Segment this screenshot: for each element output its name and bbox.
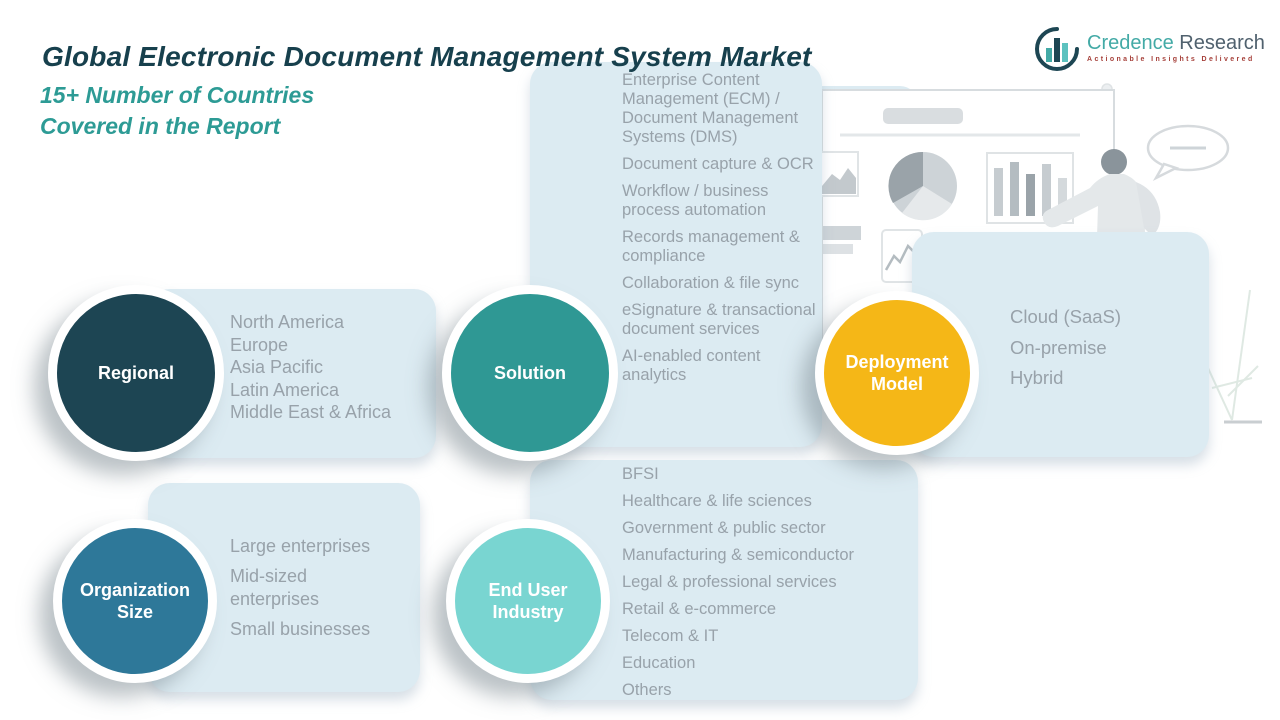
logo-bars-icon [1035, 27, 1079, 71]
list-item: Small businesses [230, 619, 371, 639]
organization-circle: Organization Size [53, 519, 217, 683]
regional-circle: Regional [48, 285, 224, 461]
list-item: Manufacturing & semiconductor [622, 546, 855, 564]
list-item: Collaboration & file sync [622, 274, 800, 292]
organization-circle-label: Organization Size [79, 580, 190, 622]
deployment-circle-label: Deployment Model [845, 352, 949, 394]
credence-research-logo: Credence Research Actionable Insights De… [1034, 26, 1265, 72]
list-item: Large enterprises [230, 536, 371, 556]
pie-chart-icon [888, 151, 957, 221]
logo-brand-primary: Credence [1087, 32, 1174, 54]
solution-circle-label: Solution [494, 363, 566, 383]
end-user-circle-label: End User Industry [488, 580, 568, 622]
logo-brand-secondary: Research [1173, 32, 1265, 54]
list-item: AI-enabled content analytics [622, 347, 761, 384]
list-item: Middle East & Africa [230, 402, 392, 422]
list-item: Education [622, 654, 696, 672]
list-item: Workflow / business process automation [622, 182, 769, 219]
regional-circle-label: Regional [97, 363, 174, 383]
list-item: North America [230, 312, 345, 332]
list-item: On-premise [1010, 336, 1107, 358]
list-item: Records management & compliance [622, 228, 800, 265]
logo-brand: Credence Research [1087, 32, 1265, 54]
plant-decoration [1207, 289, 1262, 424]
board-text-block [823, 226, 861, 240]
deployment-circle: Deployment Model [815, 291, 979, 455]
list-item: eSignature & transactional document serv… [622, 301, 816, 338]
list-item: Document capture & OCR [622, 155, 814, 173]
page-title: Global Electronic Document Management Sy… [42, 40, 812, 72]
page-subtitle: 15+ Number of Countries Covered in the R… [40, 82, 315, 139]
board-text-block-2 [823, 244, 853, 254]
area-chart-shape [822, 168, 856, 194]
list-item: Asia Pacific [230, 357, 324, 377]
list-item: Healthcare & life sciences [622, 492, 812, 510]
solution-circle: Solution [442, 285, 618, 461]
list-item: BFSI [622, 465, 659, 483]
list-item: Latin America [230, 379, 340, 400]
speech-bubble-icon [1146, 124, 1230, 181]
end-user-circle: End User Industry [446, 519, 610, 683]
logo-text: Credence Research Actionable Insights De… [1087, 32, 1265, 63]
list-item: Mid-sized enterprises [230, 566, 320, 609]
solution-items-list: Enterprise Content Management (ECM) / Do… [530, 62, 822, 385]
list-item: Cloud (SaaS) [1010, 306, 1122, 327]
list-item: Europe [230, 334, 289, 355]
list-item: Government & public sector [622, 519, 826, 537]
logo-tagline: Actionable Insights Delivered [1087, 56, 1255, 63]
list-item: Retail & e-commerce [622, 600, 777, 618]
list-item: Others [622, 681, 672, 699]
list-item: Telecom & IT [622, 627, 719, 645]
list-item: Enterprise Content Management (ECM) / Do… [622, 71, 799, 146]
list-item: Hybrid [1010, 367, 1064, 388]
board-title-bar [883, 108, 963, 124]
list-item: Legal & professional services [622, 573, 837, 591]
